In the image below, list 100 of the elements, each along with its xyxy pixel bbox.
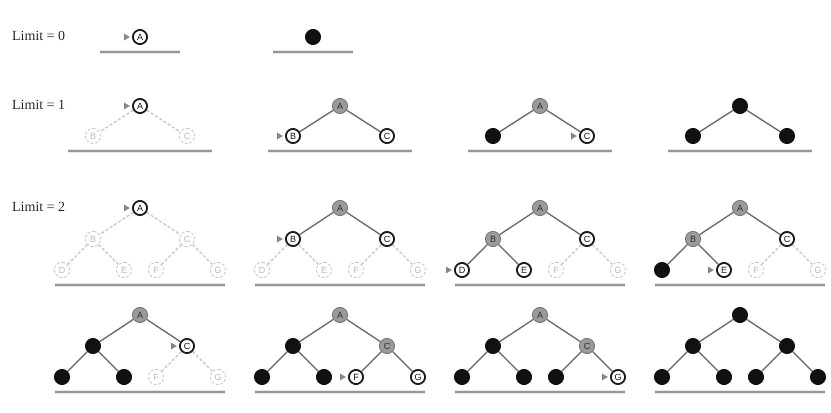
tree-edge <box>499 318 534 342</box>
frontier-node: B <box>285 128 301 144</box>
tree-edge <box>699 212 734 236</box>
tree-edge <box>498 244 519 265</box>
frontier-node: C <box>579 231 595 247</box>
tree-edge <box>499 110 534 132</box>
tree-edge <box>467 351 488 372</box>
explored-node <box>748 369 764 385</box>
tree-edge <box>698 351 719 372</box>
tree-edge <box>561 351 582 372</box>
unexplored-node: F <box>548 262 564 278</box>
frontier-node: F <box>348 369 364 385</box>
unexplored-node: B <box>85 128 101 144</box>
tree-edge <box>267 351 288 372</box>
explored-node <box>254 369 270 385</box>
tree-edge <box>746 110 781 132</box>
tree-edge <box>99 318 134 342</box>
unexplored-node: F <box>748 262 764 278</box>
tree-edge <box>546 212 581 236</box>
unexplored-node: B <box>85 231 101 247</box>
explored-node <box>316 369 332 385</box>
dashed-tree-edge <box>98 244 119 265</box>
dashed-tree-edge <box>161 351 182 372</box>
explored-node <box>285 338 301 354</box>
expanded-node: A <box>532 98 548 114</box>
frontier-node: C <box>579 128 595 144</box>
depth-limit-label: Limit = 2 <box>12 200 66 216</box>
tree-edge <box>667 244 688 265</box>
expanded-node: A <box>332 200 348 216</box>
explored-node <box>516 369 532 385</box>
explored-node <box>654 262 670 278</box>
unexplored-node: G <box>210 369 226 385</box>
expanded-node: C <box>379 338 395 354</box>
frontier-node: C <box>179 338 195 354</box>
dashed-tree-edge <box>192 351 213 372</box>
tree-edge <box>592 351 613 372</box>
unexplored-node: F <box>148 369 164 385</box>
unexplored-node: D <box>54 262 70 278</box>
dashed-tree-edge <box>792 244 813 265</box>
tree-edge <box>98 351 119 372</box>
tree-edge <box>346 318 381 342</box>
explored-node <box>732 98 748 114</box>
unexplored-node: G <box>610 262 626 278</box>
depth-limit-label: Limit = 1 <box>12 98 66 114</box>
expanded-node: A <box>732 200 748 216</box>
tree-edge <box>299 110 334 132</box>
dashed-tree-edge <box>161 244 182 265</box>
tree-edge <box>299 212 334 236</box>
dashed-tree-edge <box>99 212 134 236</box>
tree-edge <box>792 351 813 372</box>
explored-node <box>732 307 748 323</box>
dashed-tree-edge <box>146 110 181 132</box>
dashed-tree-edge <box>561 244 582 265</box>
unexplored-node: E <box>316 262 332 278</box>
tree-edge <box>667 351 688 372</box>
unexplored-node: F <box>348 262 364 278</box>
explored-node <box>485 338 501 354</box>
dashed-tree-edge <box>761 244 782 265</box>
explored-node <box>654 369 670 385</box>
tree-edge <box>546 110 581 132</box>
frontier-node: A <box>132 29 148 45</box>
tree-edge <box>298 351 319 372</box>
unexplored-node: D <box>254 262 270 278</box>
unexplored-node: C <box>179 128 195 144</box>
expanded-node: A <box>332 98 348 114</box>
explored-node <box>54 369 70 385</box>
frontier-node: G <box>410 369 426 385</box>
explored-node <box>116 369 132 385</box>
unexplored-node: G <box>810 262 826 278</box>
tree-edge <box>699 318 734 342</box>
frontier-node: B <box>285 231 301 247</box>
explored-node <box>85 338 101 354</box>
tree-edge <box>698 244 719 265</box>
frontier-node: G <box>610 369 626 385</box>
expanded-node: C <box>579 338 595 354</box>
tree-edge <box>746 212 781 236</box>
expanded-node: B <box>485 231 501 247</box>
explored-node <box>454 369 470 385</box>
tree-edge <box>146 318 181 342</box>
expanded-node: A <box>132 307 148 323</box>
unexplored-node: E <box>116 262 132 278</box>
tree-edge <box>499 212 534 236</box>
frontier-node: C <box>379 128 395 144</box>
dashed-tree-edge <box>592 244 613 265</box>
unexplored-node: C <box>179 231 195 247</box>
dashed-tree-edge <box>192 244 213 265</box>
explored-node <box>685 338 701 354</box>
tree-edge <box>699 110 734 132</box>
dashed-tree-edge <box>67 244 88 265</box>
tree-edge <box>467 244 488 265</box>
explored-node <box>305 29 321 45</box>
tree-edge <box>746 318 781 342</box>
frontier-node: C <box>379 231 395 247</box>
unexplored-node: G <box>410 262 426 278</box>
dashed-tree-edge <box>361 244 382 265</box>
tree-edge <box>761 351 782 372</box>
tree-edge <box>392 351 413 372</box>
explored-node <box>485 128 501 144</box>
explored-node <box>810 369 826 385</box>
expanded-node: A <box>532 307 548 323</box>
